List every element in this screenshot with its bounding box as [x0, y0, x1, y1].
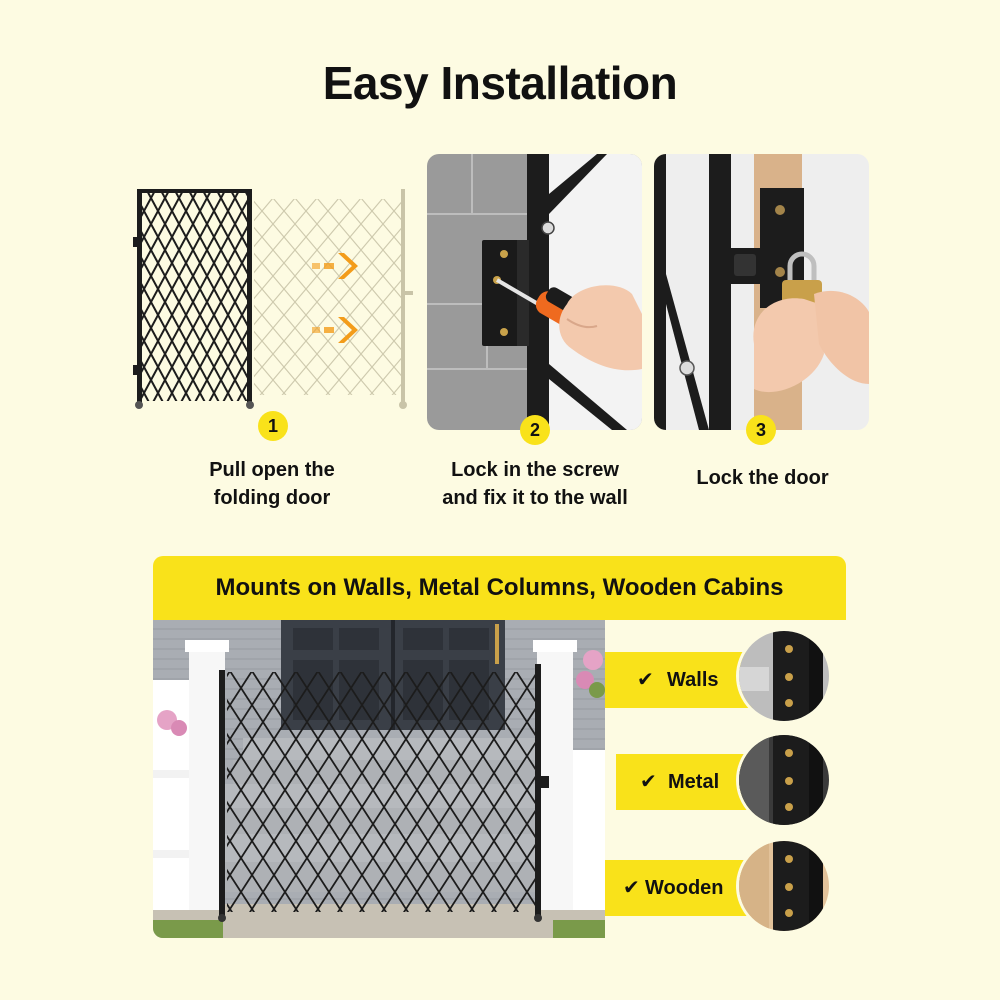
check-icon: ✔: [640, 771, 657, 793]
wood-hinge-icon: [739, 841, 829, 931]
step-2-label: Lock in the screw and fix it to the wall: [425, 456, 645, 512]
step-3-image: [654, 154, 869, 430]
arrow-right-icon: [312, 317, 358, 343]
step-1-image: [130, 185, 420, 415]
wall-hinge-closeup: [736, 628, 832, 724]
arrow-right-icon: [312, 253, 358, 279]
wall-hinge-icon: [739, 631, 829, 721]
mounts-banner: Mounts on Walls, Metal Columns, Wooden C…: [153, 556, 846, 620]
check-icon: ✔: [623, 877, 640, 899]
step-1-badge: 1: [258, 411, 288, 441]
step-2-badge: 2: [520, 415, 550, 445]
step-1-label-line1: Pull open the: [209, 459, 335, 481]
metal-hinge-icon: [739, 735, 829, 825]
folding-gate-illustration: [133, 189, 413, 409]
step-1-label-line2: folding door: [213, 487, 331, 509]
step-1-label: Pull open the folding door: [172, 456, 372, 512]
gate-scene-photo: [153, 620, 605, 938]
step-2-image: [427, 154, 642, 430]
mount-walls-label: Walls: [667, 669, 719, 691]
page-title: Easy Installation: [322, 57, 678, 109]
check-icon: ✔: [637, 669, 654, 691]
mounts-banner-text: Mounts on Walls, Metal Columns, Wooden C…: [215, 574, 784, 601]
metal-hinge-closeup: [736, 732, 832, 828]
installed-gate-scene: [153, 620, 605, 938]
mount-metal-label: Metal: [668, 771, 720, 793]
step-3-badge: 3: [746, 415, 776, 445]
step-3-label-line1: Lock the door: [696, 467, 829, 489]
wall-screw-photo: [427, 154, 642, 430]
step-3-label: Lock the door: [670, 464, 855, 492]
padlock-photo: [654, 154, 869, 430]
step-2-label-line2: and fix it to the wall: [442, 487, 628, 509]
wood-hinge-closeup: [736, 838, 832, 934]
step-2-label-line1: Lock in the screw: [451, 459, 619, 481]
mount-wooden-label: Wooden: [645, 877, 724, 899]
